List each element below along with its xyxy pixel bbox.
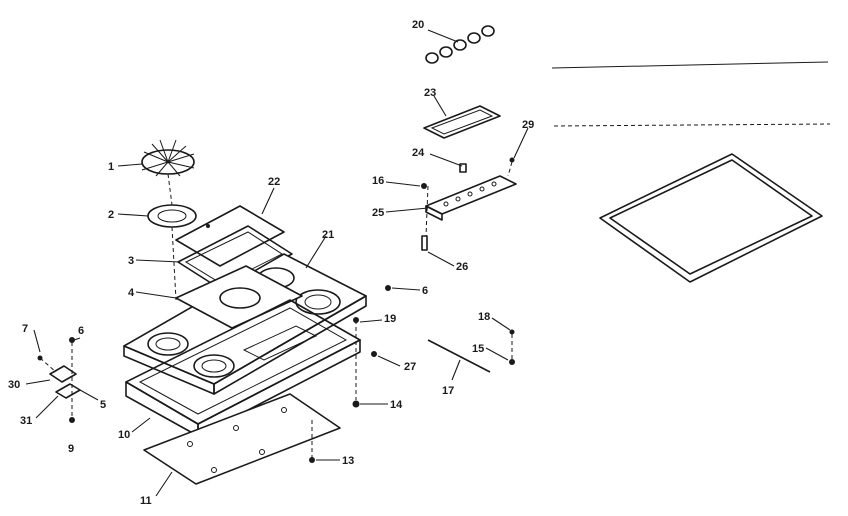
part-1-fan xyxy=(141,139,195,177)
callout-25: 25 xyxy=(372,207,384,219)
callout-24: 24 xyxy=(412,147,425,159)
callout-2: 2 xyxy=(108,209,114,221)
part-23-bezel xyxy=(423,105,501,139)
fastener-dots xyxy=(37,157,515,463)
callout-14: 14 xyxy=(390,399,403,411)
part-24-clip xyxy=(459,163,467,173)
part-26-pin xyxy=(421,235,428,251)
scan-line-top xyxy=(551,61,829,69)
part-30-bracket xyxy=(49,365,81,399)
callout-30: 30 xyxy=(8,379,20,391)
callout-9: 9 xyxy=(68,443,74,455)
callout-10: 10 xyxy=(118,429,130,441)
alignment-lines xyxy=(39,161,513,458)
callout-16: 16 xyxy=(372,175,384,187)
callout-6-left: 6 xyxy=(78,325,84,337)
part-25-control-bracket xyxy=(425,175,517,221)
part-4-griddle-insert xyxy=(175,265,303,329)
callout-21: 21 xyxy=(322,229,334,241)
callout-20: 20 xyxy=(412,19,424,31)
callout-17: 17 xyxy=(442,385,454,397)
callout-23: 23 xyxy=(424,87,436,99)
callout-6-right: 6 xyxy=(422,285,428,297)
part-2-ring xyxy=(147,204,197,228)
callout-26: 26 xyxy=(456,261,468,273)
callout-4: 4 xyxy=(128,287,135,299)
callout-19: 19 xyxy=(384,313,396,325)
callout-15: 15 xyxy=(472,343,484,355)
callout-27: 27 xyxy=(404,361,416,373)
callout-1: 1 xyxy=(108,161,114,173)
glass-cover-panel xyxy=(599,153,823,283)
callout-5: 5 xyxy=(100,399,106,411)
callout-11-bottom: 11 xyxy=(140,495,152,507)
callout-labels: 1 2 3 4 22 21 6 19 27 14 13 11 10 20 23 … xyxy=(8,19,534,507)
callout-3: 3 xyxy=(128,255,134,267)
callout-18: 18 xyxy=(478,311,490,323)
callout-7: 7 xyxy=(22,323,28,335)
callout-13: 13 xyxy=(342,455,354,467)
part-17-rod xyxy=(427,339,491,373)
scan-line-dashed xyxy=(553,123,831,127)
leader-lines xyxy=(25,29,529,497)
callout-31: 31 xyxy=(20,415,32,427)
part-20-control-knobs xyxy=(425,25,495,64)
part-11-heat-shield xyxy=(143,393,341,485)
callout-29: 29 xyxy=(522,119,534,131)
callout-22: 22 xyxy=(268,176,280,188)
part-3-plate-frame xyxy=(177,225,293,291)
